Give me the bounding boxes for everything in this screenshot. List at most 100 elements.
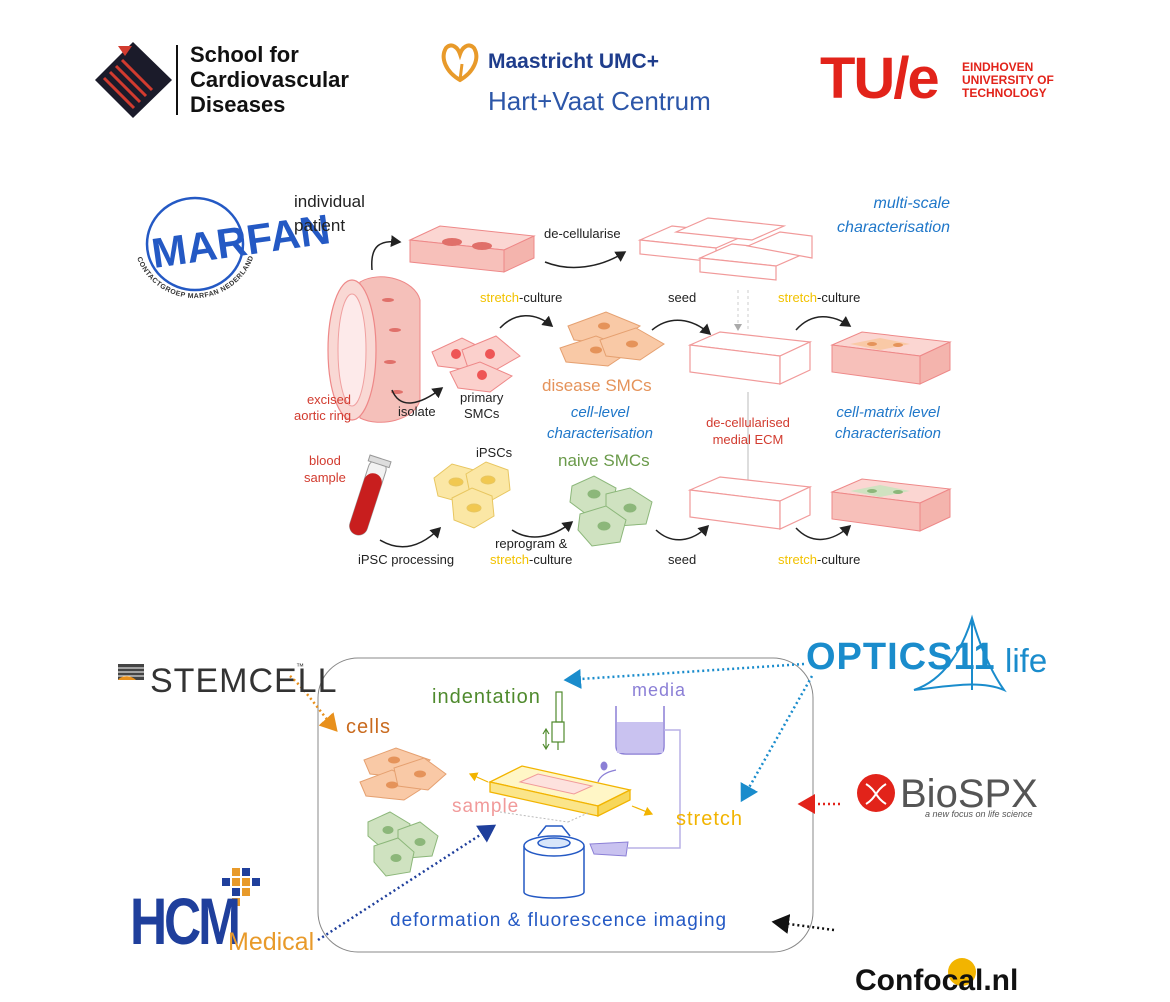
hcm-medical-text: Medical <box>228 928 315 956</box>
cell-matrix-slab-top <box>830 331 952 385</box>
cell-level-label: cell-level characterisation <box>540 402 660 444</box>
seed-label-top: seed <box>668 290 697 305</box>
cell-matrix-line-2: characterisation <box>835 425 941 442</box>
ipscs-label: iPSCs <box>476 445 513 460</box>
stretch-label: stretch <box>676 808 744 830</box>
blood-line-2: sample <box>304 470 346 485</box>
experiment-cells-orange <box>359 747 447 801</box>
arrow-ipsc-processing <box>379 526 442 548</box>
reprogram-label: reprogram & stretch-culture <box>490 536 572 568</box>
primary-smcs-label: primary SMCs <box>460 390 503 422</box>
naive-smcs-label: naive SMCs <box>558 451 650 470</box>
stretch-word: stretch <box>778 552 818 567</box>
stemcell-word: STEMCELL <box>150 662 338 700</box>
stemcell-logo-text: STEMCELL <box>118 661 338 700</box>
sample-label: sample <box>452 796 520 817</box>
excised-line-2: aortic ring <box>294 408 352 423</box>
tue-line-2: UNIVERSITY OF <box>962 73 1054 87</box>
culture-word: -culture <box>529 552 573 567</box>
imaging-label: deformation & fluorescence imaging <box>390 910 728 931</box>
multiscale-line-1: multi-scale <box>873 195 950 212</box>
indentation-label: indentation <box>432 686 541 708</box>
decellularised-ecm-label: de-cellularised medial ECM <box>702 414 794 448</box>
tue-name: EINDHOVEN UNIVERSITY OF TECHNOLOGY <box>962 61 1054 100</box>
biospx-tagline: a new focus on life science <box>925 809 1033 819</box>
school-logo-text: School for Cardiovascular Diseases <box>190 42 349 117</box>
biospx-logo-icon <box>857 774 895 812</box>
stretch-culture-label-1: stretch-culture <box>480 290 562 305</box>
arrow-patient-to-slab <box>371 235 402 271</box>
blood-line-1: blood <box>309 453 341 468</box>
stretch-culture-label-3: stretch-culture <box>778 552 860 567</box>
aortic-ring-icon <box>327 276 421 423</box>
objective-lens-icon <box>523 825 585 899</box>
confocal-logo-text: Confocal.nl <box>855 964 1019 997</box>
blood-sample-label: blood sample <box>304 452 346 486</box>
indentation-probe-icon <box>542 691 565 751</box>
multiscale-line-2: characterisation <box>837 219 950 236</box>
arrow-isolate <box>391 387 444 404</box>
cell-matrix-slab-bottom <box>830 478 952 532</box>
tue-line-1: EINDHOVEN <box>962 60 1034 74</box>
arrow-stemcell-to-cells <box>289 675 338 732</box>
stemcell-tm: ™ <box>296 662 304 671</box>
hcm-logo-text: HCM <box>130 884 241 958</box>
arrow-primary-to-disease <box>499 315 554 329</box>
culture-word: -culture <box>817 552 861 567</box>
arrow-stretch-culture-bottom <box>795 525 852 541</box>
confocal-logo-icon <box>948 958 976 986</box>
school-line-1: School for <box>190 42 299 67</box>
tue-mark: TU/e <box>820 46 940 111</box>
seed-label-bottom: seed <box>668 552 697 567</box>
primary-line-1: primary <box>460 390 504 405</box>
multiscale-label: multi-scale characterisation <box>812 192 950 240</box>
cell-matrix-line-1: cell-matrix level <box>836 404 940 421</box>
arrow-reprogram <box>511 521 574 538</box>
cells-label: cells <box>346 716 392 738</box>
stemcell-logo-icon <box>118 664 144 680</box>
reprogram-line-2: stretch-culture <box>490 552 572 568</box>
tissue-slab-top <box>408 225 536 273</box>
carim-logo-icon <box>95 42 172 118</box>
sample-stretcher-icon <box>468 765 654 823</box>
naive-smcs-icon <box>569 475 653 547</box>
media-beaker-icon <box>589 706 681 857</box>
stretch-culture-label-2: stretch-culture <box>778 290 860 305</box>
optics11-logo-icon <box>913 614 1007 693</box>
school-line-2: Cardiovascular <box>190 67 349 92</box>
mumc-title: Maastricht UMC+ <box>488 50 659 73</box>
cell-level-line-2: characterisation <box>547 425 653 442</box>
individual-label: individual <box>294 192 365 211</box>
arrow-decellularise <box>544 251 627 269</box>
experiment-cells-green <box>367 811 439 877</box>
individual-patient-label: individual patient <box>294 190 365 238</box>
stretch-word: stretch <box>490 552 530 567</box>
school-line-3: Diseases <box>190 92 286 117</box>
decell-line-1: de-cellularised <box>706 415 790 430</box>
decellularised-pieces <box>637 217 813 281</box>
cell-level-line-1: cell-level <box>570 404 630 421</box>
patient-label: patient <box>294 216 346 235</box>
biospx-logo-text: BioSPX <box>900 772 1038 816</box>
optics11-logo-text: OPTICS11 <box>806 636 996 678</box>
ipscs-icon <box>433 461 511 529</box>
primary-line-2: SMCs <box>463 406 500 421</box>
arrow-confocal-to-imaging <box>771 914 835 934</box>
cell-matrix-label: cell-matrix level characterisation <box>826 402 950 444</box>
arrow-seed-top <box>651 319 712 335</box>
decell-line-2: medial ECM <box>712 432 784 447</box>
stretch-word: stretch <box>778 290 818 305</box>
blood-tube-icon <box>349 454 392 536</box>
tue-line-3: TECHNOLOGY <box>962 86 1047 100</box>
arrow-optics-to-stretch <box>740 675 814 803</box>
culture-word: -culture <box>817 290 861 305</box>
arrow-stretch-culture-top <box>795 316 852 331</box>
primary-smcs-icon <box>431 335 521 393</box>
optics11-life-text: life <box>1005 642 1048 679</box>
isolate-label: isolate <box>398 404 436 419</box>
mumc-heart-icon <box>441 43 479 83</box>
decellularise-label: de-cellularise <box>544 226 621 241</box>
medial-ecm-slab-bottom <box>687 476 813 530</box>
excised-aortic-ring-label: excised aortic ring <box>294 392 364 424</box>
